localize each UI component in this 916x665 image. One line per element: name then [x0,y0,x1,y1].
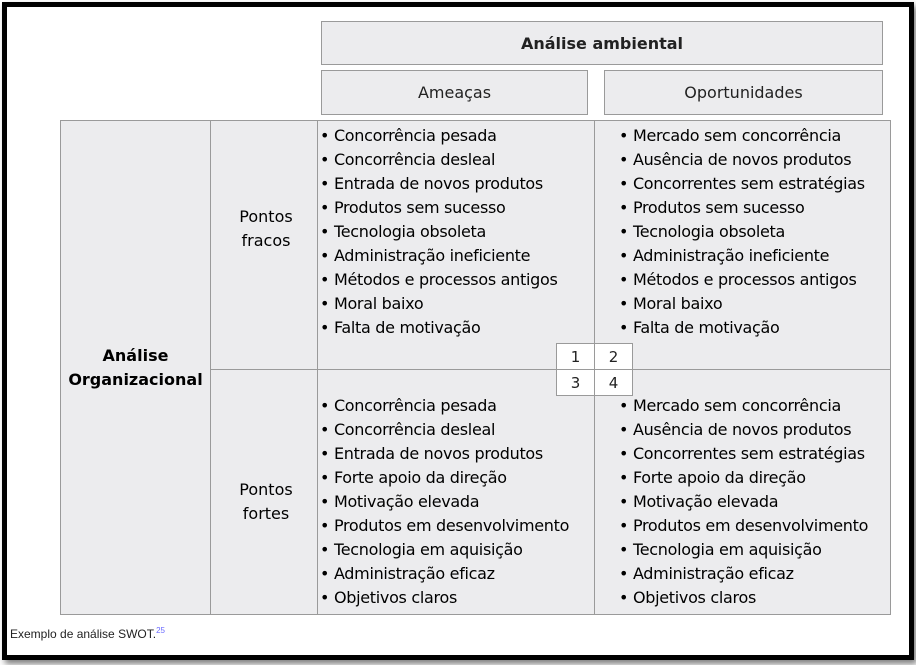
caption-reference-link[interactable]: 25 [156,626,165,635]
list-item: Métodos e processos antigos [619,268,865,292]
list-weak-opportunities: Mercado sem concorrênciaAusência de novo… [619,124,865,340]
header-opportunities: Oportunidades [604,70,883,115]
list-item: Métodos e processos antigos [320,268,558,292]
list-item: Ausência de novos produtos [619,148,865,172]
list-item: Mercado sem concorrência [619,394,868,418]
list-item: Tecnologia obsoleta [320,220,558,244]
list-item: Concorrência desleal [320,418,569,442]
list-item: Tecnologia obsoleta [619,220,865,244]
list-item: Concorrência pesada [320,124,558,148]
list-item: Administração eficaz [619,562,868,586]
list-item: Falta de motivação [320,316,558,340]
list-item: Forte apoio da direção [320,466,569,490]
header-threats: Ameaças [321,70,588,115]
quadrant-number-4: 4 [594,369,633,396]
list-item: Produtos em desenvolvimento [619,514,868,538]
list-item: Entrada de novos produtos [320,442,569,466]
list-weak-threats: Concorrência pesadaConcorrência deslealE… [320,124,558,340]
list-item: Produtos em desenvolvimento [320,514,569,538]
quadrant-number-1: 1 [556,343,595,370]
list-item: Objetivos claros [320,586,569,610]
list-item: Produtos sem sucesso [619,196,865,220]
list-item: Moral baixo [320,292,558,316]
list-item: Motivação elevada [320,490,569,514]
list-item: Administração ineficiente [619,244,865,268]
list-item: Administração ineficiente [320,244,558,268]
list-item: Falta de motivação [619,316,865,340]
list-item: Objetivos claros [619,586,868,610]
list-item: Mercado sem concorrência [619,124,865,148]
list-item: Moral baixo [619,292,865,316]
list-item: Concorrentes sem estratégias [619,172,865,196]
weak-points-label: Pontos fracos [239,207,293,250]
list-item: Motivação elevada [619,490,868,514]
list-item: Concorrência pesada [320,394,569,418]
header-environmental-analysis: Análise ambiental [321,21,883,65]
list-strong-threats: Concorrência pesadaConcorrência deslealE… [320,394,569,610]
quadrant-number-3: 3 [556,369,595,396]
list-item: Tecnologia em aquisição [320,538,569,562]
quadrant-number-2: 2 [594,343,633,370]
figure-caption: Exemplo de análise SWOT.25 [10,626,165,641]
list-strong-opportunities: Mercado sem concorrênciaAusência de novo… [619,394,868,610]
list-item: Forte apoio da direção [619,466,868,490]
organizational-analysis-label: Análise Organizacional [68,345,203,389]
list-item: Produtos sem sucesso [320,196,558,220]
list-item: Ausência de novos produtos [619,418,868,442]
list-item: Administração eficaz [320,562,569,586]
caption-text: Exemplo de análise SWOT. [10,627,157,641]
row-organizational-cell [60,120,211,615]
list-item: Tecnologia em aquisição [619,538,868,562]
list-item: Concorrentes sem estratégias [619,442,868,466]
strong-points-label: Pontos fortes [239,480,293,523]
list-item: Entrada de novos produtos [320,172,558,196]
list-item: Concorrência desleal [320,148,558,172]
